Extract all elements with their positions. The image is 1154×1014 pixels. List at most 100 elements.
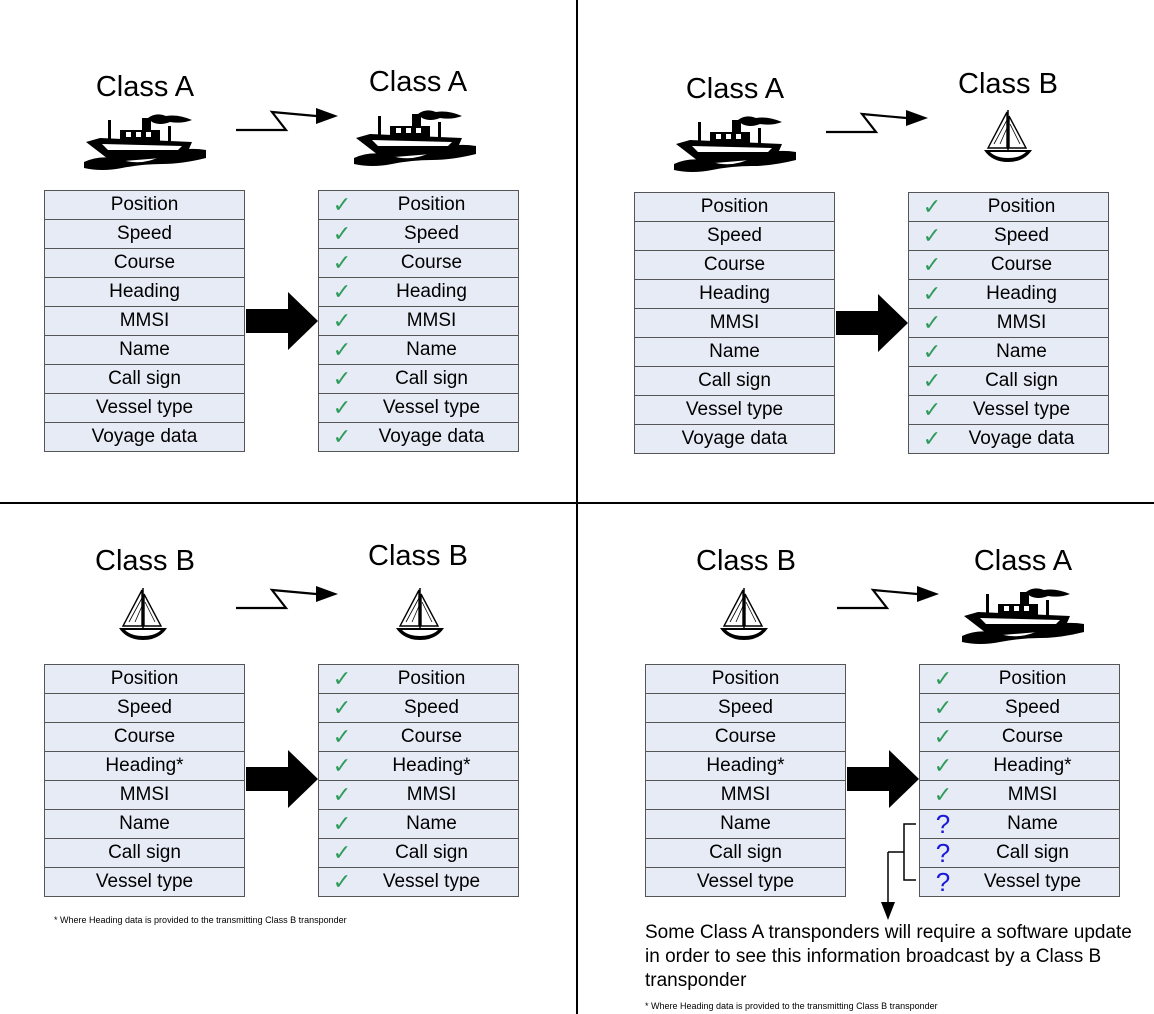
bracket-arrow-icon — [881, 823, 916, 920]
check-icon: ✓ — [332, 811, 352, 836]
table-row: ✓Position — [920, 665, 1120, 694]
receiver-class-label: Class B — [958, 68, 1058, 100]
table-row: Call sign — [45, 839, 245, 868]
check-icon: ✓ — [922, 397, 942, 422]
sent-fields-table: Position Speed Course Heading MMSI Name … — [634, 192, 835, 454]
table-row: ✓Speed — [909, 222, 1109, 251]
check-icon: ✓ — [922, 310, 942, 335]
table-row: ✓Call sign — [909, 367, 1109, 396]
steamship-icon — [674, 116, 796, 172]
table-row: Name — [635, 338, 835, 367]
table-row: Course — [45, 249, 245, 278]
check-icon: ✓ — [332, 337, 352, 362]
check-icon: ✓ — [332, 279, 352, 304]
sender-class-label: Class B — [696, 545, 796, 577]
table-row: ✓Course — [909, 251, 1109, 280]
table-row: ✓Name — [909, 338, 1109, 367]
table-row: ✓Vessel type — [909, 396, 1109, 425]
check-icon: ✓ — [922, 339, 942, 364]
transfer-arrow-icon — [246, 750, 318, 808]
check-icon: ✓ — [922, 194, 942, 219]
transfer-arrow-icon — [836, 294, 908, 352]
table-row: ✓Name — [319, 336, 519, 365]
transfer-arrow-icon — [847, 750, 919, 808]
table-row: Course — [646, 723, 846, 752]
table-row: ?Call sign — [920, 839, 1120, 868]
received-fields-table: ✓Position ✓Speed ✓Course ✓Heading* ✓MMSI… — [919, 664, 1120, 897]
table-row: ✓Position — [319, 191, 519, 220]
table-row: Name — [45, 810, 245, 839]
table-row: ✓Course — [319, 723, 519, 752]
steamship-icon — [962, 588, 1084, 644]
sent-fields-table: Position Speed Course Heading* MMSI Name… — [645, 664, 846, 897]
table-row: Heading — [45, 278, 245, 307]
table-row: ✓MMSI — [319, 307, 519, 336]
sailboat-icon — [118, 587, 168, 641]
table-row: Speed — [646, 694, 846, 723]
table-row: Course — [635, 251, 835, 280]
check-icon: ✓ — [332, 424, 352, 449]
table-row: Call sign — [646, 839, 846, 868]
receiver-class-label: Class B — [368, 540, 468, 572]
table-row: Voyage data — [635, 425, 835, 454]
sender-class-label: Class B — [95, 545, 195, 577]
check-icon: ✓ — [332, 782, 352, 807]
check-icon: ✓ — [332, 395, 352, 420]
table-row: Speed — [45, 220, 245, 249]
table-row: Speed — [635, 222, 835, 251]
receiver-class-label: Class A — [973, 545, 1073, 577]
check-icon: ✓ — [933, 666, 953, 691]
table-row: ✓Vessel type — [319, 868, 519, 897]
table-row: MMSI — [45, 307, 245, 336]
radio-signal-icon — [826, 110, 928, 134]
table-row: ✓Heading* — [920, 752, 1120, 781]
steamship-icon — [84, 114, 206, 170]
check-icon: ✓ — [332, 308, 352, 333]
table-row: Position — [635, 193, 835, 222]
table-row: ✓Call sign — [319, 365, 519, 394]
check-icon: ✓ — [332, 869, 352, 894]
table-row: ✓Speed — [920, 694, 1120, 723]
heading-footnote: * Where Heading data is provided to the … — [54, 915, 347, 925]
check-icon: ✓ — [933, 753, 953, 778]
table-row: ✓Course — [920, 723, 1120, 752]
check-icon: ✓ — [332, 366, 352, 391]
table-row: ✓Position — [909, 193, 1109, 222]
table-row: ?Vessel type — [920, 868, 1120, 897]
sent-fields-table: Position Speed Course Heading* MMSI Name… — [44, 664, 245, 897]
table-row: Name — [646, 810, 846, 839]
table-row: MMSI — [45, 781, 245, 810]
table-row: Speed — [45, 694, 245, 723]
table-row: Vessel type — [45, 868, 245, 897]
received-fields-table: ✓Position ✓Speed ✓Course ✓Heading ✓MMSI … — [318, 190, 519, 452]
sailboat-icon — [719, 587, 769, 641]
table-row: ✓Voyage data — [319, 423, 519, 452]
table-row: ✓Name — [319, 810, 519, 839]
check-icon: ✓ — [922, 223, 942, 248]
table-row: ?Name — [920, 810, 1120, 839]
table-row: ✓MMSI — [920, 781, 1120, 810]
table-row: Call sign — [635, 367, 835, 396]
received-fields-table: ✓Position ✓Speed ✓Course ✓Heading ✓MMSI … — [908, 192, 1109, 454]
check-icon: ✓ — [332, 666, 352, 691]
table-row: ✓Course — [319, 249, 519, 278]
check-icon: ✓ — [332, 192, 352, 217]
heading-footnote: * Where Heading data is provided to the … — [645, 1001, 938, 1011]
check-icon: ✓ — [332, 753, 352, 778]
table-row: ✓Speed — [319, 694, 519, 723]
check-icon: ✓ — [922, 368, 942, 393]
check-icon: ✓ — [332, 695, 352, 720]
table-row: ✓MMSI — [909, 309, 1109, 338]
question-mark-icon: ? — [935, 809, 951, 839]
check-icon: ✓ — [933, 695, 953, 720]
table-row: Position — [45, 665, 245, 694]
receiver-class-label: Class A — [368, 66, 468, 98]
table-row: Position — [45, 191, 245, 220]
table-row: ✓Call sign — [319, 839, 519, 868]
vertical-divider — [576, 0, 578, 1014]
check-icon: ✓ — [933, 782, 953, 807]
table-row: MMSI — [646, 781, 846, 810]
check-icon: ✓ — [332, 221, 352, 246]
question-mark-icon: ? — [935, 867, 951, 897]
radio-signal-icon — [236, 108, 338, 132]
